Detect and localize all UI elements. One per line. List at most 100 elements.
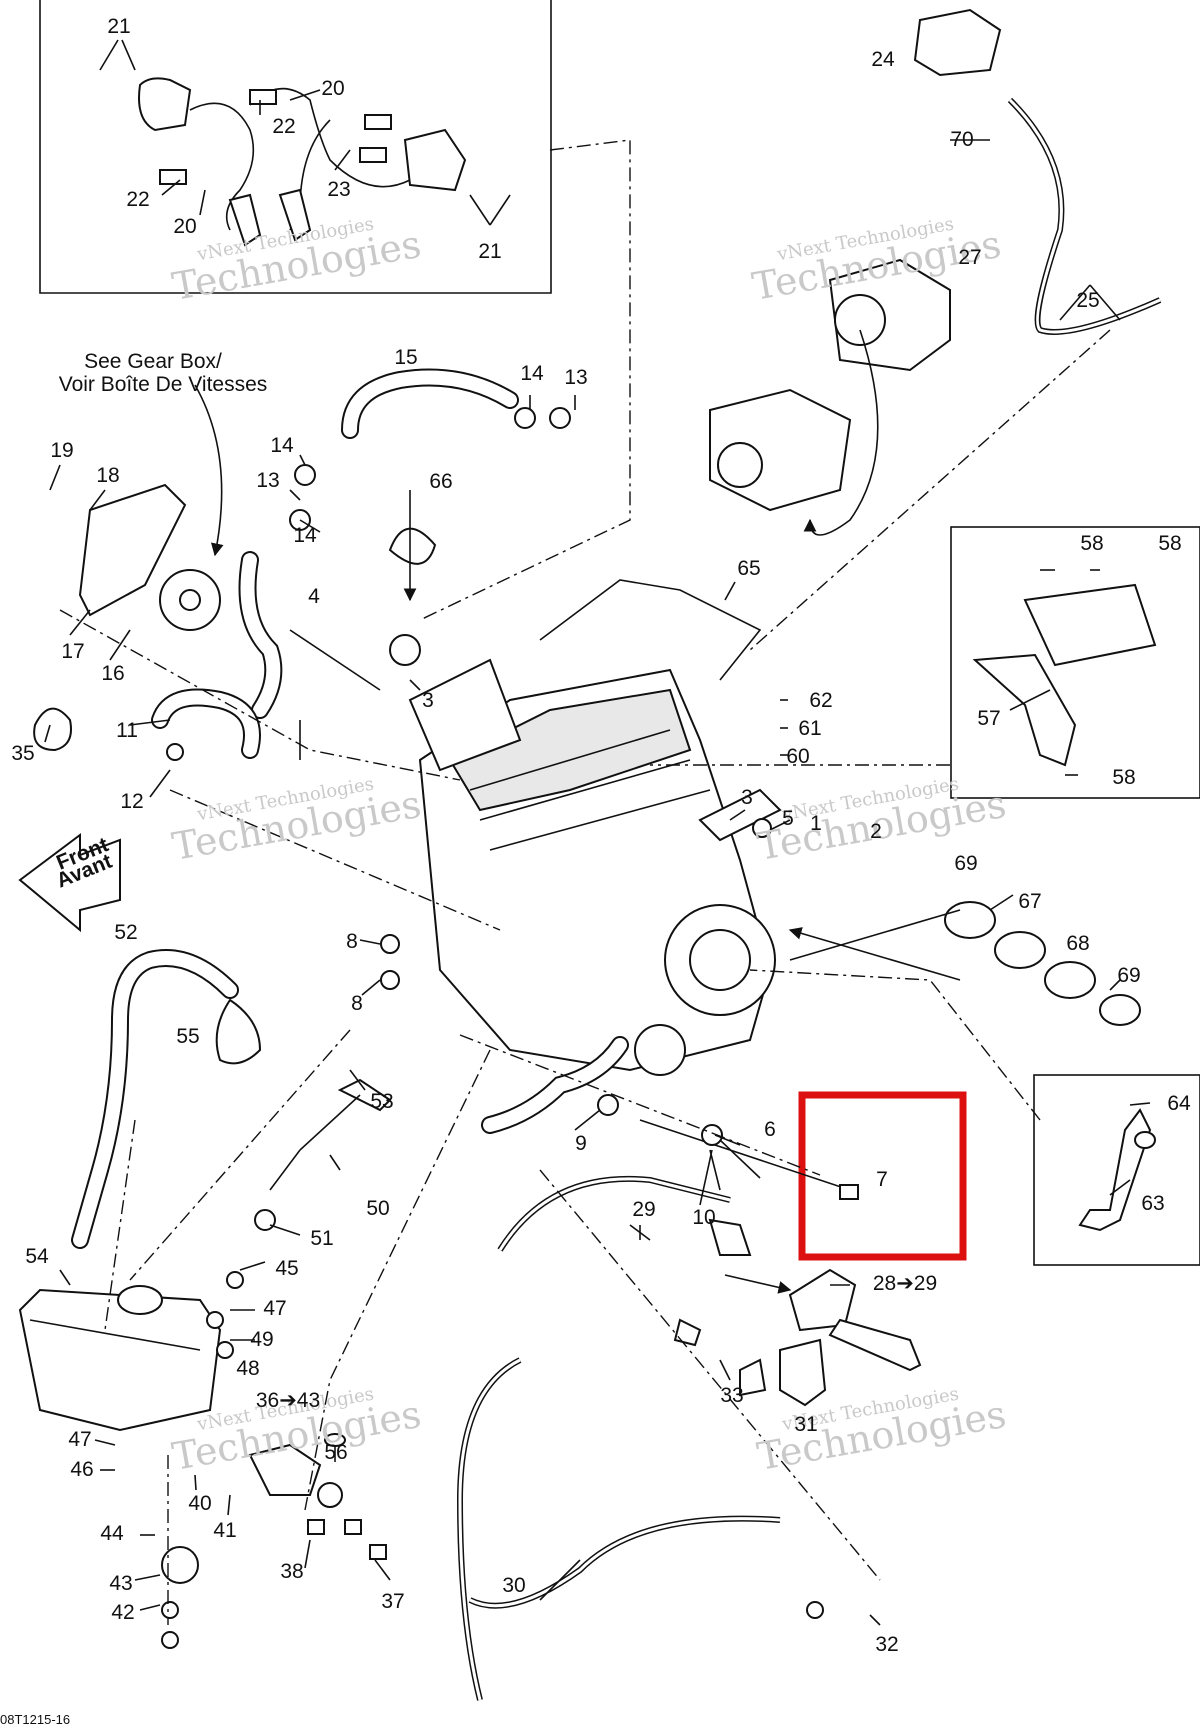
callout-label: 32 (875, 1633, 898, 1656)
callout-label: 4 (308, 585, 320, 608)
callout-label: 21 (107, 15, 130, 38)
callout-label: 51 (310, 1227, 333, 1250)
highlight (798, 1091, 967, 1261)
callout-label: 8 (346, 930, 358, 953)
callout-label: 20 (321, 77, 344, 100)
sprocket-cover (78, 483, 221, 631)
callout-label: 22 (272, 115, 295, 138)
callout-label: 13 (256, 469, 279, 492)
throttle-cable-housing (913, 8, 1002, 77)
callout-label: 17 (61, 640, 84, 663)
callout-label: 45 (275, 1257, 298, 1280)
voir-boite-note: Voir Boîte De Vitesses (59, 373, 268, 396)
callout-label: 66 (429, 470, 452, 493)
callout-label: 6 (764, 1118, 776, 1141)
callout-label: 3 (422, 689, 434, 712)
cables (456, 97, 1162, 1701)
callout-label: 47 (68, 1428, 91, 1451)
highlight-box (798, 1091, 967, 1261)
callout-label: 68 (1066, 932, 1089, 955)
callout-label: 14 (270, 434, 294, 457)
callout-label: 48 (236, 1357, 259, 1380)
callout-label: 42 (111, 1601, 134, 1624)
callout-label: 9 (575, 1132, 587, 1155)
callout-label: 31 (794, 1413, 817, 1436)
inset-shift-lever (1033, 1074, 1200, 1266)
callout-label: 69 (1117, 964, 1140, 987)
callout-label: 24 (871, 48, 895, 71)
callout-label: 58 (1080, 532, 1103, 555)
callout-label: 23 (327, 178, 350, 201)
callout-label: 62 (809, 689, 832, 712)
callout-label: 58 (1112, 766, 1135, 789)
shift-lever-icon (1078, 1108, 1152, 1232)
callout-label: 16 (101, 662, 124, 685)
callout-label: 28➔29 (873, 1272, 937, 1295)
spark-plug-boot-icon (228, 193, 262, 247)
engine-assembly (408, 579, 782, 1076)
callout-label: 22 (126, 188, 149, 211)
callout-label: 54 (25, 1245, 49, 1268)
front-direction-arrow (18, 833, 121, 933)
intake-manifold (709, 388, 852, 512)
callout-label: 1 (810, 812, 822, 835)
callout-label: 40 (188, 1492, 211, 1515)
dashed-lines (59, 139, 1111, 1625)
clutch-lever (779, 1268, 922, 1407)
callout-label: 11 (116, 719, 138, 742)
callout-label: 58 (1158, 532, 1181, 555)
callout-label: 18 (96, 464, 119, 487)
callout-label: 60 (786, 745, 809, 768)
callout-label: 10 (692, 1206, 715, 1229)
callout-label: 38 (280, 1560, 303, 1583)
callout-label: 69 (954, 852, 977, 875)
callout-label: 55 (176, 1025, 199, 1048)
callout-label: 61 (798, 717, 821, 740)
plug-connector-icon (359, 147, 387, 163)
callout-label: 41 (213, 1519, 236, 1542)
callout-label: 63 (1141, 1192, 1164, 1215)
plug-connector-icon (249, 89, 277, 105)
callout-label: 14 (293, 524, 317, 547)
callout-label: 33 (720, 1384, 743, 1407)
callout-label: 21 (478, 240, 501, 263)
callout-label: 19 (50, 439, 73, 462)
callout-label: 37 (381, 1590, 404, 1613)
callout-label: 36➔43 (256, 1389, 320, 1412)
callout-label: 53 (370, 1090, 393, 1113)
callout-label: 2 (870, 820, 882, 843)
callout-label: 44 (100, 1522, 124, 1545)
callout-label: 12 (120, 790, 143, 813)
callout-label: 29 (632, 1198, 655, 1221)
watermark-3: Technologies vNext Technologies (169, 774, 424, 869)
callout-label: 5 (782, 807, 794, 830)
callout-label: 67 (1018, 890, 1041, 913)
callout-label: 43 (109, 1572, 132, 1595)
valve-cover-icon (408, 658, 522, 772)
callout-label: 46 (70, 1458, 93, 1481)
see-gear-box-note: See Gear Box/ (84, 350, 222, 373)
callout-label: 25 (1076, 289, 1099, 312)
callout-label: 57 (977, 707, 1000, 730)
callout-label: 14 (520, 362, 544, 385)
callout-label: 7 (876, 1168, 888, 1191)
callout-label: 64 (1167, 1092, 1191, 1115)
plug-connector-icon (364, 114, 392, 130)
ignition-coil-icon (138, 77, 192, 132)
callout-label: 56 (324, 1441, 347, 1464)
bracket-icon (972, 653, 1077, 767)
callout-label: 15 (394, 346, 417, 369)
throttle-body (828, 258, 951, 372)
callout-label: 20 (173, 215, 196, 238)
ecm-module-icon (1023, 583, 1157, 667)
callout-label: 65 (737, 557, 760, 580)
callout-label: 3 (741, 786, 753, 809)
plug-connector-icon (159, 169, 187, 185)
callout-label: 47 (263, 1297, 286, 1320)
callout-label: 70 (950, 128, 973, 151)
callout-label: 35 (11, 742, 34, 765)
callout-label: 52 (114, 921, 137, 944)
oil-tank (18, 1285, 222, 1432)
